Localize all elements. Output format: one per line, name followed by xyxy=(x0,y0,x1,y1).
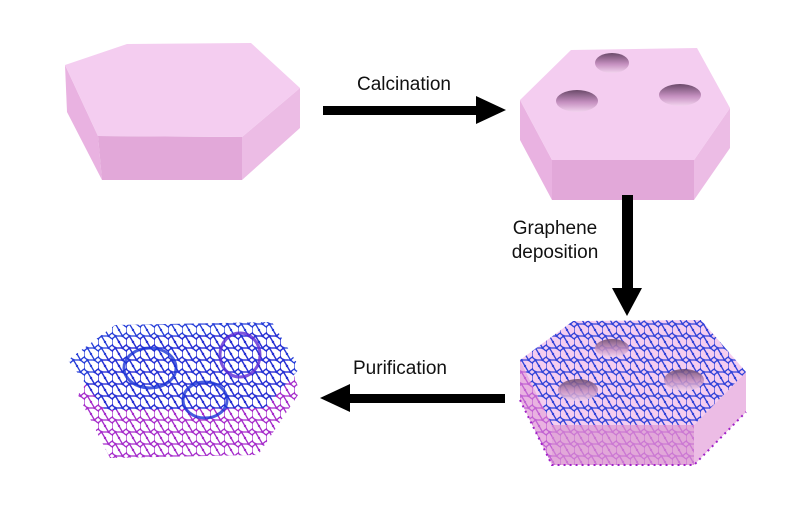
plate2-right-face xyxy=(694,108,730,200)
pore-1 xyxy=(595,53,629,73)
coated-pore-3 xyxy=(664,369,704,391)
plate2-front-face xyxy=(552,160,694,200)
substrate-plate-initial xyxy=(65,43,300,180)
graphene-bubble-2 xyxy=(218,331,262,379)
graphene-bubble-3 xyxy=(181,380,229,420)
coated-bottom-edge xyxy=(519,399,747,466)
plate1-right-face xyxy=(242,88,300,180)
graphene-bubble-1 xyxy=(122,346,178,390)
arrow-purification xyxy=(320,384,505,412)
label-graphene-deposition: Graphene deposition xyxy=(498,217,612,265)
label-purification: Purification xyxy=(353,358,447,379)
graphene-upper-sheet xyxy=(68,322,300,410)
substrate-plate-graphene-coated xyxy=(519,320,747,466)
plate2-left-face xyxy=(520,100,552,200)
plate1-left-face xyxy=(65,65,102,180)
pore-2 xyxy=(556,90,598,112)
arrow-graphene-deposition xyxy=(612,195,642,316)
plate2-top-face xyxy=(520,48,730,160)
graphene-coating-left xyxy=(520,360,552,465)
arrow-calcination xyxy=(323,96,506,124)
plate1-front-face xyxy=(98,136,242,180)
label-graphene-line2: deposition xyxy=(511,242,599,263)
substrate-plate-porous xyxy=(520,48,730,200)
label-graphene-line1: Graphene xyxy=(512,218,598,239)
pore-3 xyxy=(659,84,701,106)
plate3-right-face xyxy=(694,372,746,465)
graphene-product xyxy=(68,322,300,458)
coated-pore-2 xyxy=(558,379,598,401)
graphene-coating-front xyxy=(552,425,694,465)
plate1-top-face xyxy=(65,43,300,137)
label-calcination: Calcination xyxy=(357,74,451,95)
coated-pore-1 xyxy=(595,339,629,357)
